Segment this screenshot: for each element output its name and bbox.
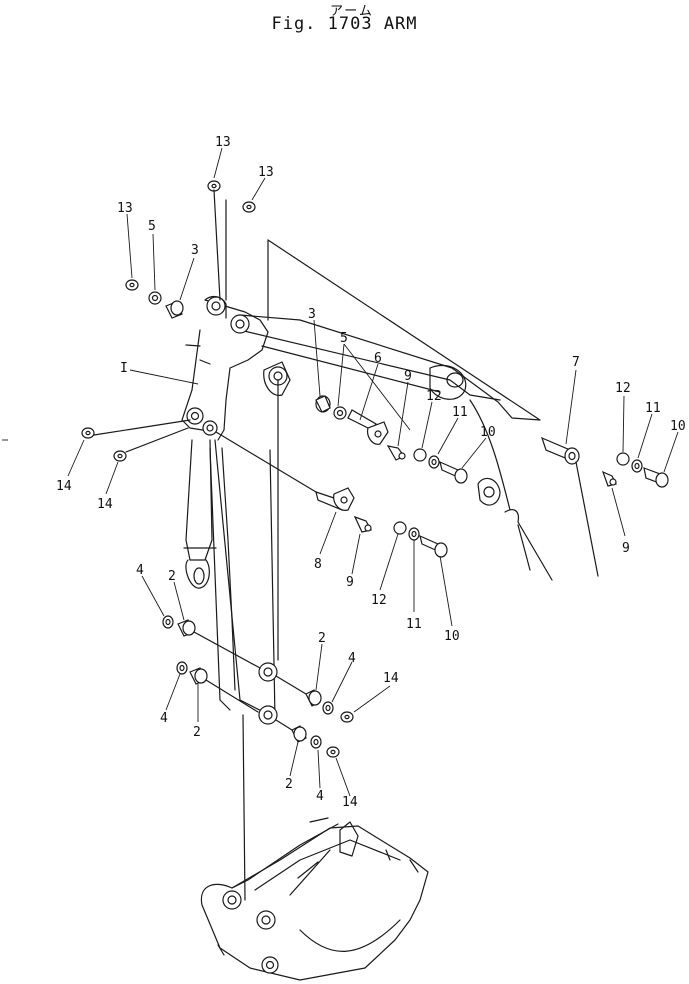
callout-6: 6	[374, 351, 382, 366]
callout-9a: 9	[404, 369, 412, 384]
leader-lines	[67, 147, 679, 797]
callout-13b: 13	[258, 165, 274, 180]
figure-title: Fig. 1703 ARM	[271, 14, 418, 34]
callout-14c: 14	[383, 671, 399, 686]
callout-10c: 10	[444, 629, 460, 644]
callout-2b: 2	[193, 725, 201, 740]
callout-5a: 5	[148, 219, 156, 234]
callout-4d: 4	[316, 789, 324, 804]
callout-12b: 12	[615, 381, 631, 396]
callout-10b: 10	[670, 419, 686, 434]
callout-1: I	[120, 361, 128, 376]
callout-3a: 3	[191, 243, 199, 258]
callout-labels: 13 13 13 5 3 I 3 5 6 9 12 11 10 7 12 11 …	[56, 135, 686, 810]
callout-14d: 14	[342, 795, 358, 810]
callout-14b: 14	[97, 497, 113, 512]
callout-2c: 2	[318, 631, 326, 646]
callout-11a: 11	[452, 405, 468, 420]
exploded-parts	[81, 180, 669, 758]
callout-7: 7	[572, 355, 580, 370]
callout-12a: 12	[426, 389, 442, 404]
callout-4a: 4	[136, 563, 144, 578]
callout-4c: 4	[348, 651, 356, 666]
callout-9b: 9	[622, 541, 630, 556]
bucket	[200, 817, 429, 981]
callout-11c: 11	[406, 617, 422, 632]
callout-11b: 11	[645, 401, 661, 416]
figure-title-japanese: アーム	[330, 3, 374, 18]
callout-12c: 12	[371, 593, 387, 608]
callout-13a: 13	[215, 135, 231, 150]
callout-10a: 10	[480, 425, 496, 440]
callout-3b: 3	[308, 307, 316, 322]
callout-2a: 2	[168, 569, 176, 584]
arm-assembly	[181, 239, 553, 901]
callout-4b: 4	[160, 711, 168, 726]
callout-8: 8	[314, 557, 322, 572]
callout-5b: 5	[340, 331, 348, 346]
callout-2d: 2	[285, 777, 293, 792]
callout-13c: 13	[117, 201, 133, 216]
callout-14a: 14	[56, 479, 72, 494]
callout-9c: 9	[346, 575, 354, 590]
